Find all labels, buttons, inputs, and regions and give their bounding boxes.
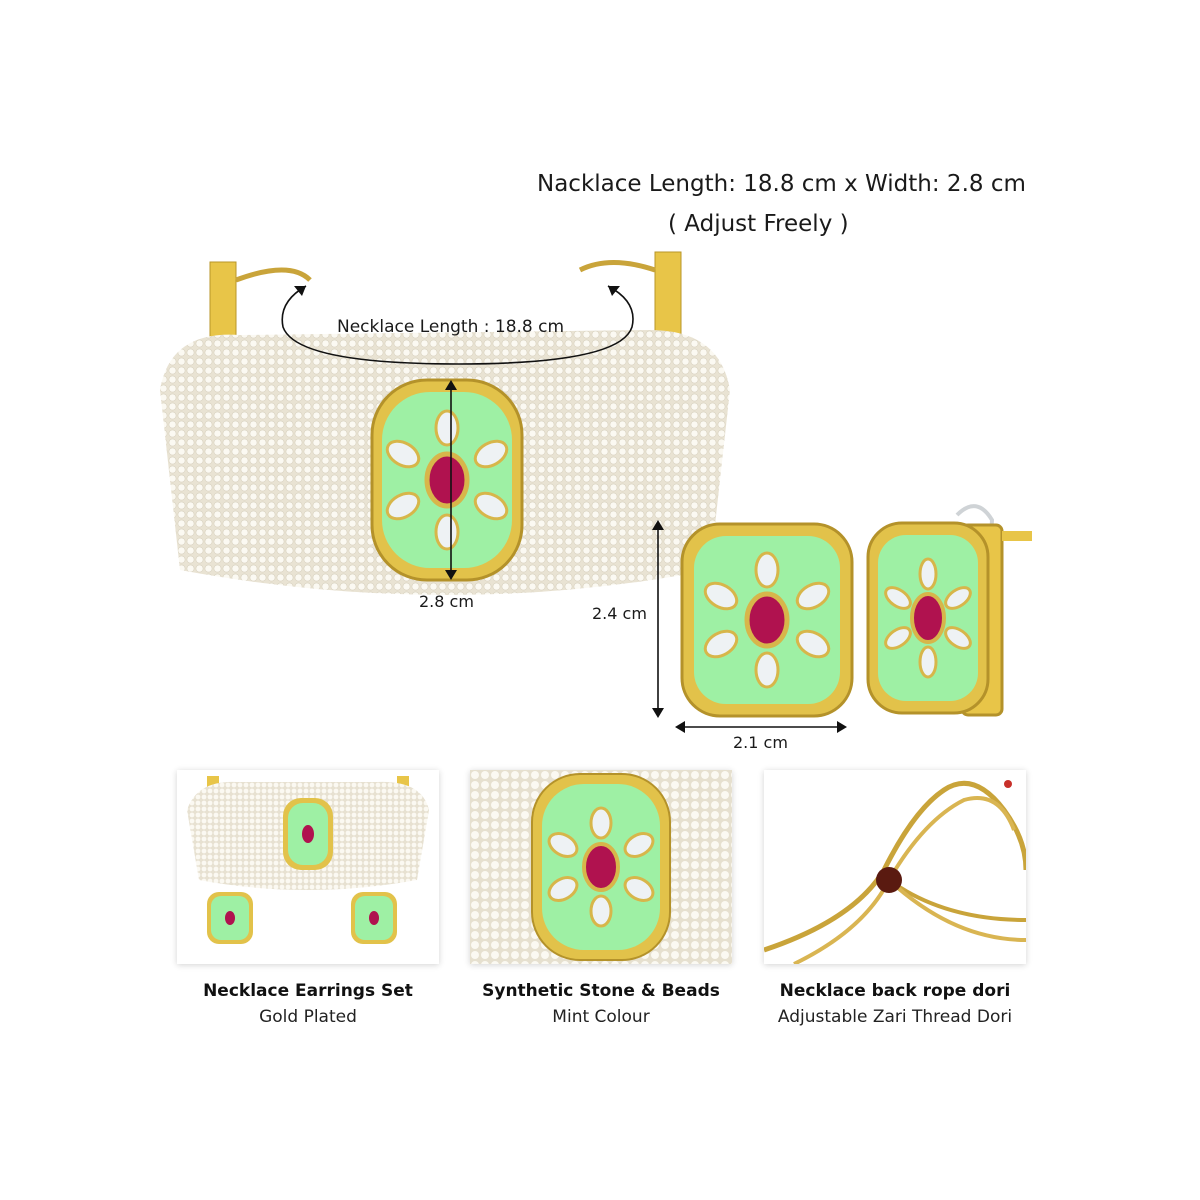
dimensions-heading: Nacklace Length: 18.8 cm x Width: 2.8 cm (537, 171, 1026, 197)
earring-height-arrow (651, 520, 665, 718)
necklace-length-label: Necklace Length : 18.8 cm (337, 317, 565, 337)
thumbnail-set[interactable] (177, 770, 439, 964)
thumbnail-stone[interactable] (470, 770, 732, 964)
thumbnail-dori[interactable] (764, 770, 1026, 964)
thumbnail-set-title: Necklace Earrings Set (203, 981, 413, 1001)
earring-side-image (862, 495, 1042, 720)
length-arc (278, 272, 638, 372)
thumbnail-set-subtitle: Gold Plated (259, 1007, 357, 1027)
thumbnail-dori-title: Necklace back rope dori (779, 981, 1011, 1001)
earring-height-label: 2.4 cm (592, 604, 647, 623)
earring-front-image (678, 520, 856, 720)
adjust-note: ( Adjust Freely ) (668, 211, 849, 237)
thumbnail-dori-subtitle: Adjustable Zari Thread Dori (777, 1007, 1013, 1027)
necklace-width-label: 2.8 cm (419, 592, 474, 611)
earring-width-arrow (675, 720, 847, 734)
necklace-image (150, 240, 740, 620)
necklace-width-arrow (444, 380, 458, 580)
thumbnail-stone-title: Synthetic Stone & Beads (482, 981, 720, 1001)
earring-width-label: 2.1 cm (733, 733, 788, 752)
thumbnail-stone-subtitle: Mint Colour (552, 1007, 650, 1027)
